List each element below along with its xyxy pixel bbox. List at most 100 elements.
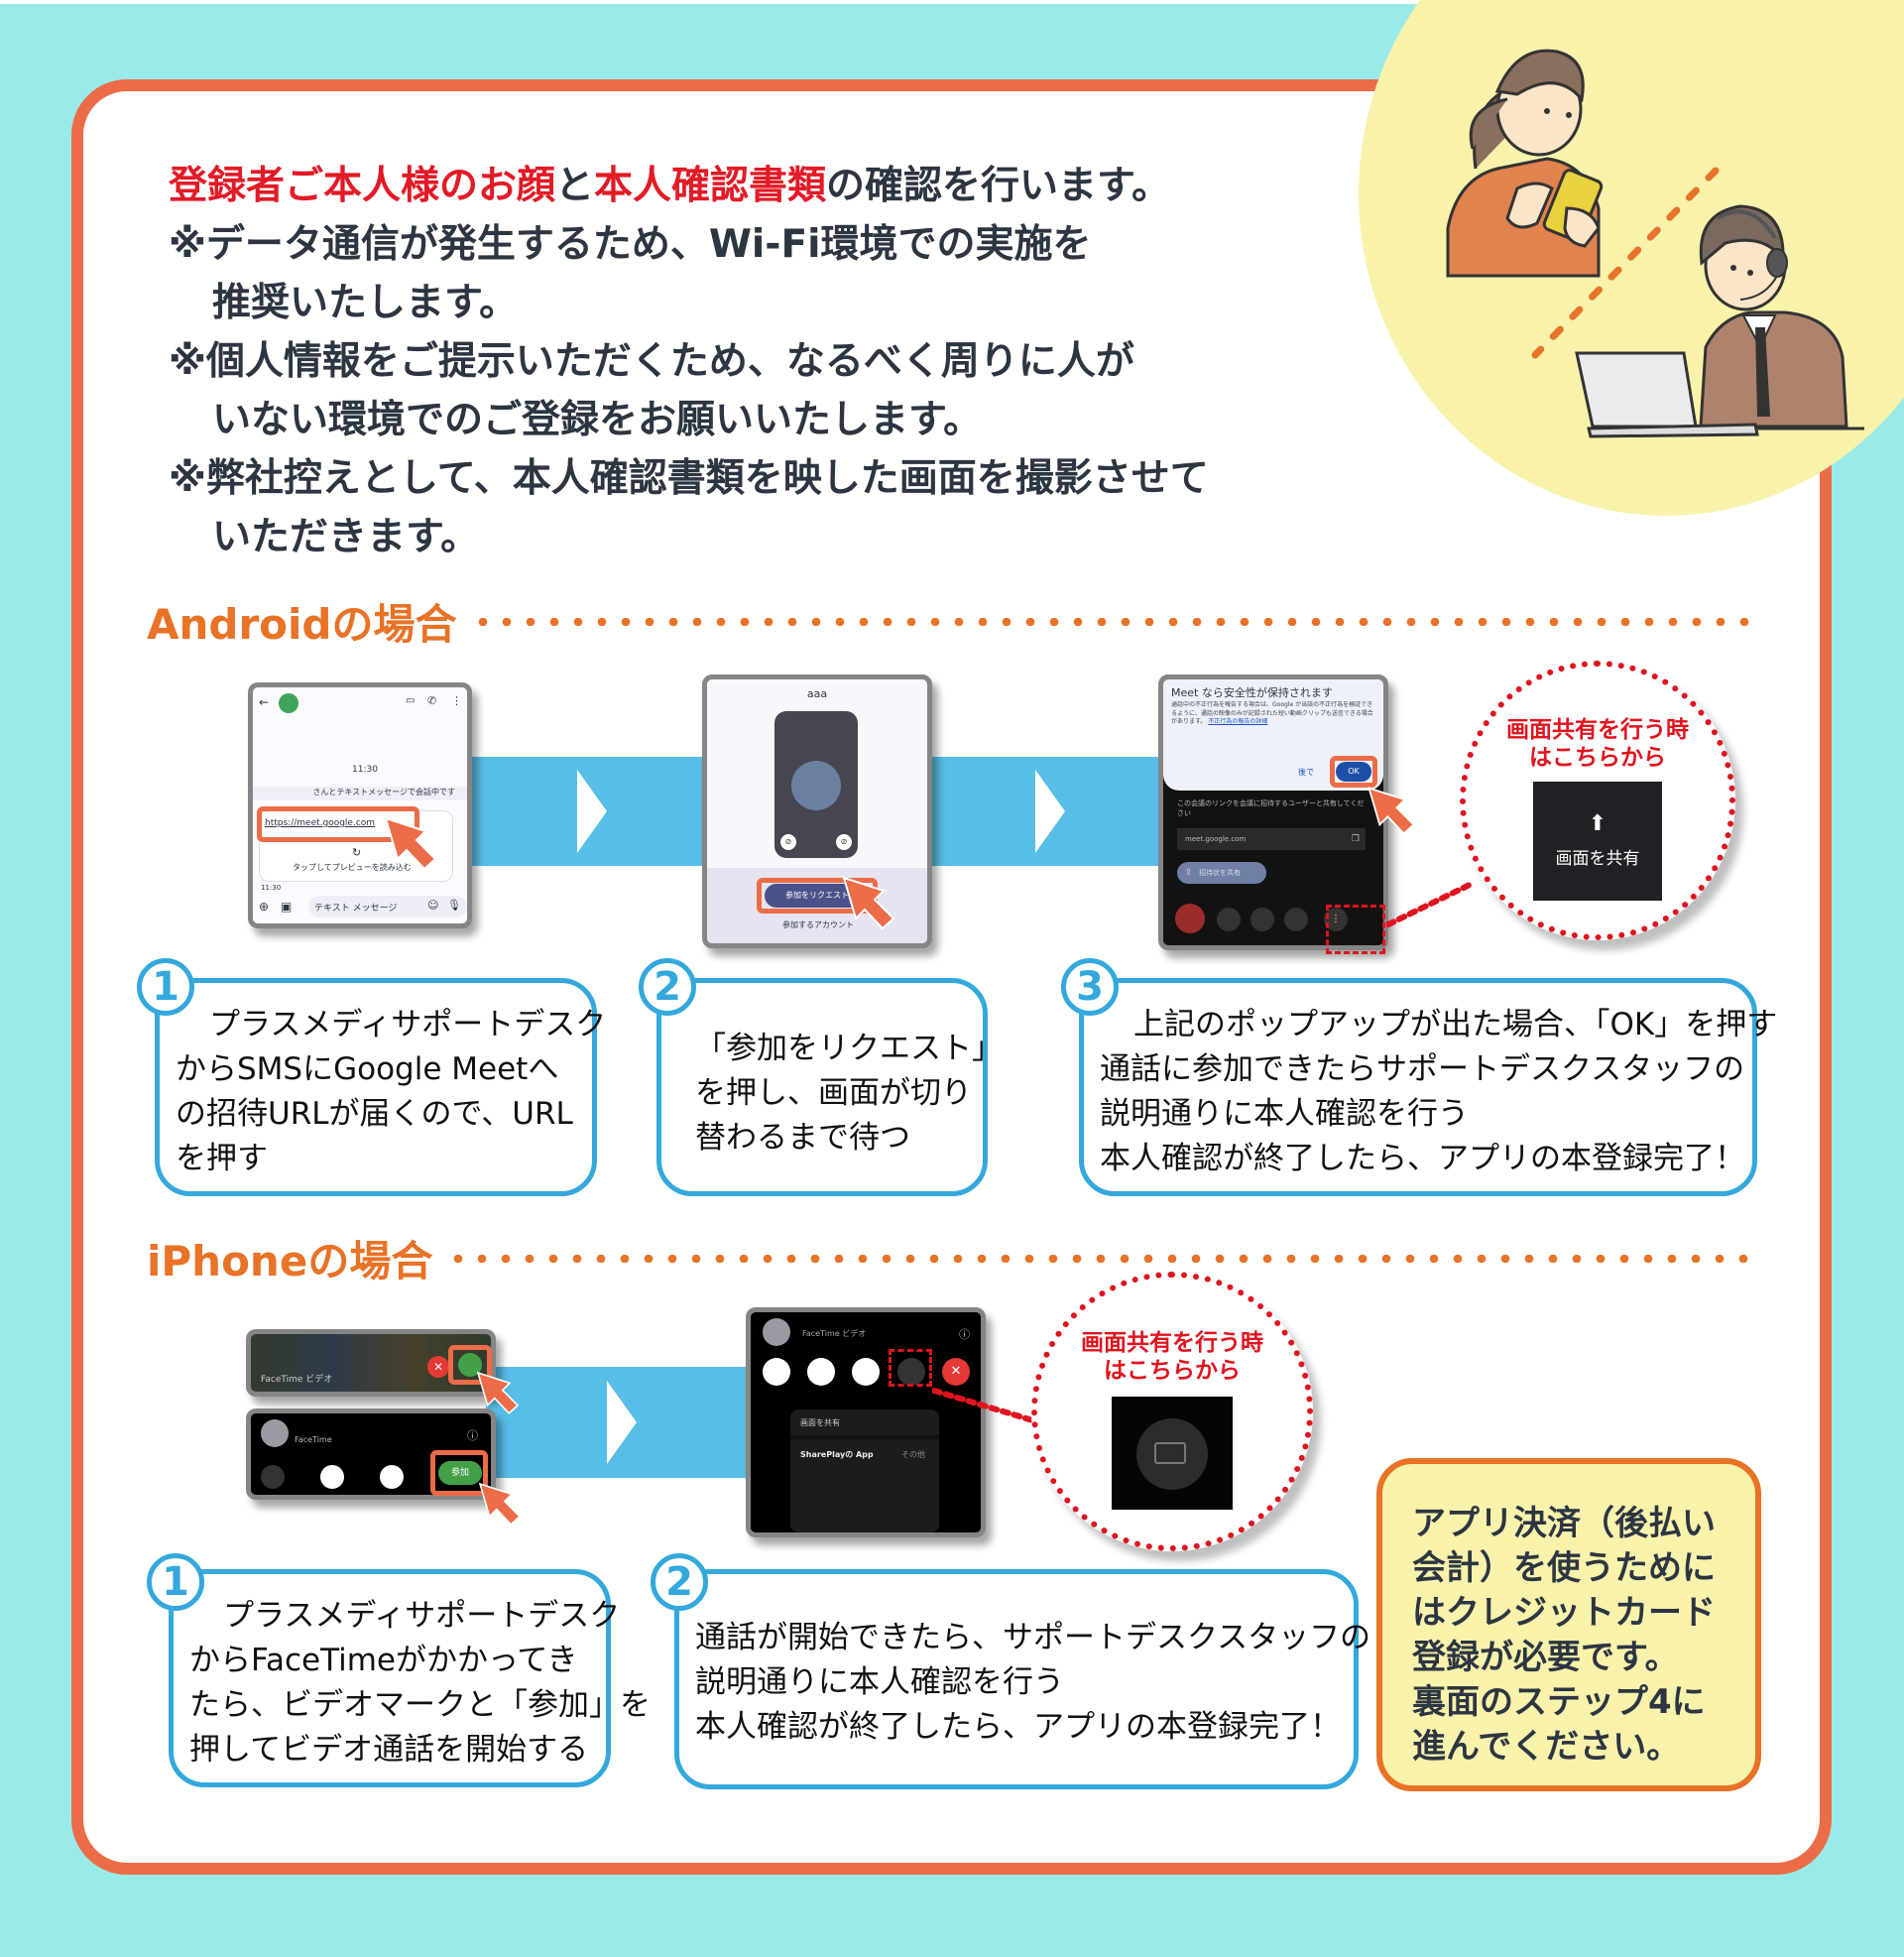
- flow-arrow-icon: [577, 770, 607, 853]
- android-title-text: Androidの場合: [147, 600, 457, 649]
- camera-button[interactable]: [380, 1465, 404, 1489]
- phone-icon: ✆: [427, 694, 437, 707]
- step-number-badge: 1: [137, 958, 194, 1016]
- note-line: 登録が必要です。: [1412, 1638, 1679, 1677]
- emoji-icon: ☺: [427, 899, 439, 912]
- callout-connector: [1386, 880, 1476, 927]
- decline-button[interactable]: ✕: [427, 1356, 449, 1378]
- step-line: 説明通りに本人確認を行う: [695, 1664, 1064, 1700]
- highlight-face: 登録者ご本人様のお顔: [169, 164, 556, 208]
- flow-arrow-icon: [1035, 770, 1065, 853]
- iphone-step-1: プラスメディサポートデスク からFaceTimeがかかってき たら、ビデオマーク…: [169, 1569, 651, 1787]
- callout-connector: [932, 1388, 1041, 1425]
- step-line: 「参加をリクエスト」: [695, 1031, 1003, 1066]
- end-call-button[interactable]: [1175, 904, 1205, 933]
- share-screen-button[interactable]: [897, 1358, 925, 1386]
- share-screen-icon: [1136, 1418, 1208, 1490]
- share-screen-label: 画面を共有: [1555, 849, 1640, 869]
- caller-avatar: [261, 1419, 289, 1447]
- meet-link[interactable]: https://meet.google.com: [265, 818, 376, 828]
- more-icon: ⋮: [451, 694, 462, 707]
- note-wifi: ※データ通信が発生するため、Wi-Fi環境での実施を: [169, 222, 1092, 267]
- menu-separator: [790, 1435, 939, 1439]
- share-screen-button[interactable]: [1112, 1397, 1233, 1510]
- video-call-icon: ▭: [406, 695, 416, 706]
- facetime-share-screenshot: FaceTime ビデオ ⓘ ✕ 画面を共有 SharePlayの App その…: [746, 1307, 986, 1537]
- note-capture-cont: いただきます。: [212, 515, 480, 559]
- meet-call-screenshot: Meet なら安全性が保持されます 通話中の不正行為を報告する場合は、Googl…: [1158, 674, 1388, 950]
- facetime-join-button[interactable]: 参加: [438, 1461, 482, 1485]
- callout-line2: はこちらから: [1104, 1358, 1241, 1384]
- message-input-placeholder: テキスト メッセージ: [314, 904, 398, 914]
- camera-button[interactable]: [1217, 908, 1241, 931]
- note-wifi-cont: 推奨いたします。: [212, 281, 519, 325]
- mic-button[interactable]: [807, 1358, 835, 1386]
- pointer-arrow-icon: [1368, 787, 1415, 835]
- callout-line1: 画面共有を行う時: [1506, 717, 1689, 743]
- mic-button[interactable]: [320, 1465, 344, 1489]
- ok-button[interactable]: OK: [1336, 762, 1371, 782]
- dialog-learn-more-link[interactable]: 不正行為の報告の詳細: [1208, 718, 1268, 725]
- iphone-section-title: iPhoneの場合: [147, 1228, 1756, 1288]
- speaker-button[interactable]: [763, 1358, 790, 1386]
- sms-screenshot: ← ▭ ✆ ⋮ 11:30 さんとテキストメッセージで会話中です https:/…: [248, 682, 472, 928]
- ok-highlight: [1330, 756, 1377, 788]
- intro-text: 登録者ご本人様のお顔と本人確認書類の確認を行います。 ※データ通信が発生するため…: [169, 157, 1209, 566]
- video-accept-highlight: [448, 1345, 492, 1385]
- android-step-1: プラスメディサポートデスク からSMSにGoogle Meetへ の招待URLが…: [155, 978, 606, 1196]
- info-icon[interactable]: ⓘ: [959, 1328, 970, 1341]
- callout-line2: はこちらから: [1529, 745, 1666, 771]
- support-staff-figure: [1575, 204, 1864, 438]
- step-line: 押してビデオ通話を開始する: [189, 1732, 589, 1768]
- step-number-badge: 1: [147, 1553, 204, 1611]
- raise-hand-button[interactable]: [1284, 908, 1308, 931]
- banner-label: FaceTime ビデオ: [261, 1375, 333, 1385]
- step-number-badge: 2: [639, 958, 696, 1016]
- share-screen-button[interactable]: ⬆ 画面を共有: [1533, 782, 1662, 901]
- info-icon[interactable]: ⓘ: [467, 1429, 478, 1442]
- mic-button[interactable]: [1250, 908, 1274, 931]
- step-line: 説明通りに本人確認を行う: [1100, 1096, 1469, 1132]
- pointer-arrow-icon: [476, 1371, 520, 1414]
- camera-off-icon[interactable]: ⊘: [780, 834, 796, 850]
- share-invite-button[interactable]: ⇪ 招待状を共有: [1177, 862, 1266, 884]
- flow-arrow-icon: [607, 1381, 637, 1464]
- menu-shareplay[interactable]: SharePlayの App: [800, 1450, 874, 1459]
- pointer-arrow-icon: [842, 876, 895, 930]
- back-arrow-icon: ←: [259, 695, 270, 709]
- iphone-title-text: iPhoneの場合: [147, 1237, 433, 1285]
- note-line: 進んでください。: [1412, 1727, 1681, 1767]
- sms-time: 11:30: [352, 765, 378, 775]
- later-button[interactable]: 後で: [1298, 768, 1314, 777]
- iphone-step-2: 通話が開始できたら、サポートデスクスタッフの 説明通りに本人確認を行う 本人確認…: [674, 1569, 1370, 1789]
- add-icon: ⊕: [259, 900, 270, 914]
- mic-off-icon[interactable]: ⊘: [836, 834, 852, 850]
- step-line: 通話に参加できたらサポートデスクスタッフの: [1100, 1051, 1745, 1087]
- facetime-banner: FaceTime ビデオ ✕: [246, 1329, 496, 1397]
- refresh-icon: ↻: [352, 846, 362, 859]
- menu-share-screen[interactable]: 画面を共有: [800, 1418, 840, 1427]
- step-line: たら、ビデオマークと「参加」を: [189, 1687, 651, 1723]
- share-menu: 画面を共有 SharePlayの App その他: [790, 1409, 939, 1532]
- note-privacy-cont: いない環境でのご登録をお願いいたします。: [212, 398, 983, 442]
- section-divider: [446, 1254, 1756, 1263]
- end-call-button[interactable]: ✕: [942, 1358, 970, 1386]
- message-input[interactable]: テキスト メッセージ ☺ 🎙: [308, 896, 467, 917]
- intro-tail: の確認を行います。: [826, 164, 1171, 208]
- android-section-title: Androidの場合: [147, 591, 1760, 652]
- camera-button[interactable]: [852, 1358, 880, 1386]
- note-privacy: ※個人情報をご提示いただくため、なるべく周りに人が: [169, 339, 1134, 384]
- menu-other[interactable]: その他: [901, 1450, 925, 1459]
- step-line: 本人確認が終了したら、アプリの本登録完了！: [1100, 1141, 1745, 1176]
- android-screen-share-callout: 画面共有を行う時 はこちらから ⬆ 画面を共有: [1460, 661, 1735, 940]
- intro-conjunction: と: [555, 164, 595, 208]
- share-button-highlight: [889, 1349, 932, 1387]
- sms-time-2: 11:30: [261, 884, 282, 892]
- copy-icon[interactable]: ❐: [1351, 834, 1360, 844]
- step-number-badge: 3: [1061, 958, 1119, 1016]
- camera-preview: ⊘ ⊘: [774, 711, 858, 858]
- share-hint-text: この会議のリンクを会議に招待するユーザーと共有してください: [1177, 799, 1365, 817]
- dialog-body: 通話中の不正行為を報告する場合は、Google が当該の不正行為を検証できるよう…: [1171, 701, 1375, 753]
- speaker-button[interactable]: [261, 1465, 285, 1489]
- meeting-url-field[interactable]: meet.google.com ❐: [1177, 828, 1366, 850]
